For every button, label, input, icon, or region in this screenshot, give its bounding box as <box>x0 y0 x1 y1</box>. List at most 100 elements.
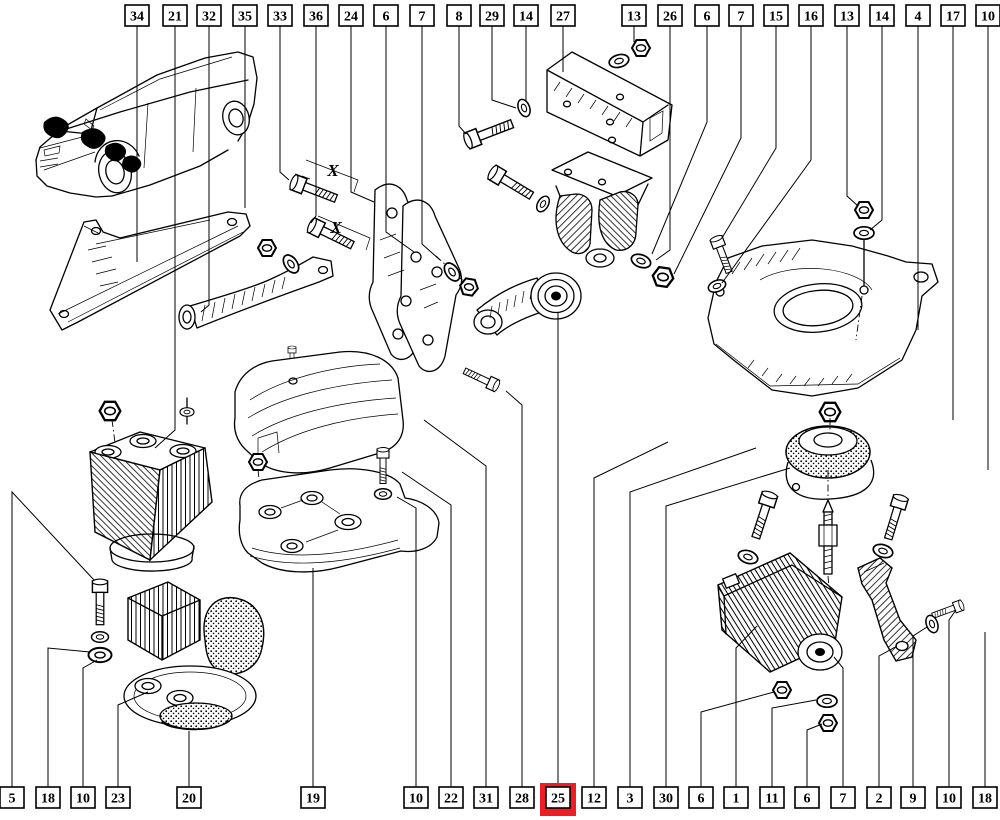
callout-21[interactable]: 21 <box>154 4 188 449</box>
callout-16[interactable]: 16 <box>721 4 824 284</box>
callout-number: 18 <box>41 792 55 807</box>
callout-box[interactable] <box>176 786 202 809</box>
callout-box[interactable] <box>905 4 931 27</box>
callout-box[interactable] <box>403 786 429 809</box>
callout-10[interactable]: 10 <box>70 659 98 809</box>
callout-box[interactable] <box>581 786 607 809</box>
callout-box[interactable] <box>940 4 966 27</box>
callout-box[interactable] <box>196 4 222 27</box>
callout-number: 30 <box>659 792 673 807</box>
callout-box[interactable] <box>657 4 683 27</box>
callout-25[interactable]: 25 <box>540 312 576 816</box>
callout-box[interactable] <box>479 4 505 27</box>
callout-box[interactable] <box>513 4 539 27</box>
callout-box[interactable] <box>972 786 998 809</box>
callout-box[interactable] <box>936 786 962 809</box>
callout-box[interactable] <box>728 4 754 27</box>
callout-7[interactable]: 7 <box>830 656 856 809</box>
callout-2[interactable]: 2 <box>866 645 898 809</box>
callout-14[interactable]: 14 <box>513 4 539 102</box>
callout-box[interactable] <box>162 4 188 27</box>
callout-box[interactable] <box>900 786 926 809</box>
callout-6[interactable]: 6 <box>651 4 720 255</box>
callout-10[interactable]: 10 <box>975 4 1000 470</box>
callout-9[interactable]: 9 <box>900 626 928 809</box>
callout-box[interactable] <box>35 786 61 809</box>
callout-box[interactable] <box>866 786 892 809</box>
callout-7[interactable]: 7 <box>409 4 441 261</box>
callout-11[interactable]: 11 <box>759 699 817 809</box>
callout-17[interactable]: 17 <box>940 4 966 420</box>
callout-box[interactable] <box>694 4 720 27</box>
callout-36[interactable]: 36 <box>303 4 329 224</box>
callout-4[interactable]: 4 <box>905 4 931 330</box>
callout-20[interactable]: 20 <box>176 731 202 809</box>
callout-18[interactable]: 18 <box>35 647 91 809</box>
callout-box[interactable] <box>834 4 860 27</box>
callout-6[interactable]: 6 <box>688 691 775 809</box>
callout-5[interactable]: 5 <box>0 490 95 809</box>
callout-box[interactable] <box>338 4 364 27</box>
callout-box[interactable] <box>473 786 499 809</box>
callout-15[interactable]: 15 <box>721 4 789 239</box>
callout-26[interactable]: 26 <box>655 4 683 261</box>
callout-8[interactable]: 8 <box>446 4 472 135</box>
callout-35[interactable]: 35 <box>232 4 258 208</box>
callout-box[interactable] <box>409 4 435 27</box>
callout-box[interactable] <box>617 786 643 809</box>
callout-box[interactable] <box>267 4 293 27</box>
callout-box[interactable] <box>70 786 96 809</box>
callout-6[interactable]: 6 <box>794 723 823 809</box>
callout-10[interactable]: 10 <box>396 496 429 809</box>
callout-19[interactable]: 19 <box>300 568 326 809</box>
callout-box[interactable] <box>509 786 535 809</box>
callout-32[interactable]: 32 <box>196 4 222 313</box>
callout-7[interactable]: 7 <box>673 4 754 275</box>
callout-12[interactable]: 12 <box>581 441 669 809</box>
callout-1[interactable]: 1 <box>723 625 758 809</box>
callout-box[interactable] <box>794 786 820 809</box>
callout-box[interactable] <box>303 4 329 27</box>
callout-30[interactable]: 30 <box>653 467 791 809</box>
callout-22[interactable]: 22 <box>401 471 464 809</box>
callout-13[interactable]: 13 <box>834 4 860 207</box>
callout-box[interactable] <box>798 4 824 27</box>
torque-arm <box>178 239 334 330</box>
callout-24[interactable]: 24 <box>338 4 375 203</box>
callout-box[interactable] <box>688 786 714 809</box>
callout-28[interactable]: 28 <box>505 390 535 809</box>
callout-box[interactable] <box>759 786 785 809</box>
callout-23[interactable]: 23 <box>105 691 149 809</box>
callout-33[interactable]: 33 <box>267 4 293 181</box>
callout-18[interactable]: 18 <box>972 632 998 809</box>
callout-box[interactable] <box>830 786 856 809</box>
callout-box[interactable] <box>869 4 895 27</box>
callout-box[interactable] <box>446 4 472 27</box>
callout-box[interactable] <box>373 4 399 27</box>
callout-box[interactable] <box>232 4 258 27</box>
callout-13[interactable]: 13 <box>621 4 647 42</box>
callout-box[interactable] <box>124 4 150 27</box>
callout-14[interactable]: 14 <box>869 4 895 231</box>
callout-box[interactable] <box>723 786 749 809</box>
callout-3[interactable]: 3 <box>617 447 757 809</box>
callout-number: 7 <box>738 10 745 25</box>
callout-box[interactable] <box>550 4 576 27</box>
callout-number: 10 <box>409 792 423 807</box>
callout-31[interactable]: 31 <box>423 419 499 809</box>
callout-29[interactable]: 29 <box>479 4 517 109</box>
callout-box[interactable] <box>0 786 25 809</box>
callout-box[interactable] <box>545 786 571 809</box>
callout-box[interactable] <box>621 4 647 27</box>
callout-box[interactable] <box>653 786 679 809</box>
callout-box[interactable] <box>300 786 326 809</box>
callout-34[interactable]: 34 <box>124 4 150 262</box>
leader-line <box>279 26 290 181</box>
callout-6[interactable]: 6 <box>373 4 415 253</box>
callout-box[interactable] <box>105 786 131 809</box>
callout-box[interactable] <box>763 4 789 27</box>
callout-27[interactable]: 27 <box>550 4 576 72</box>
callout-box[interactable] <box>975 4 1000 27</box>
callout-box[interactable] <box>438 786 464 809</box>
callout-10[interactable]: 10 <box>936 609 962 809</box>
